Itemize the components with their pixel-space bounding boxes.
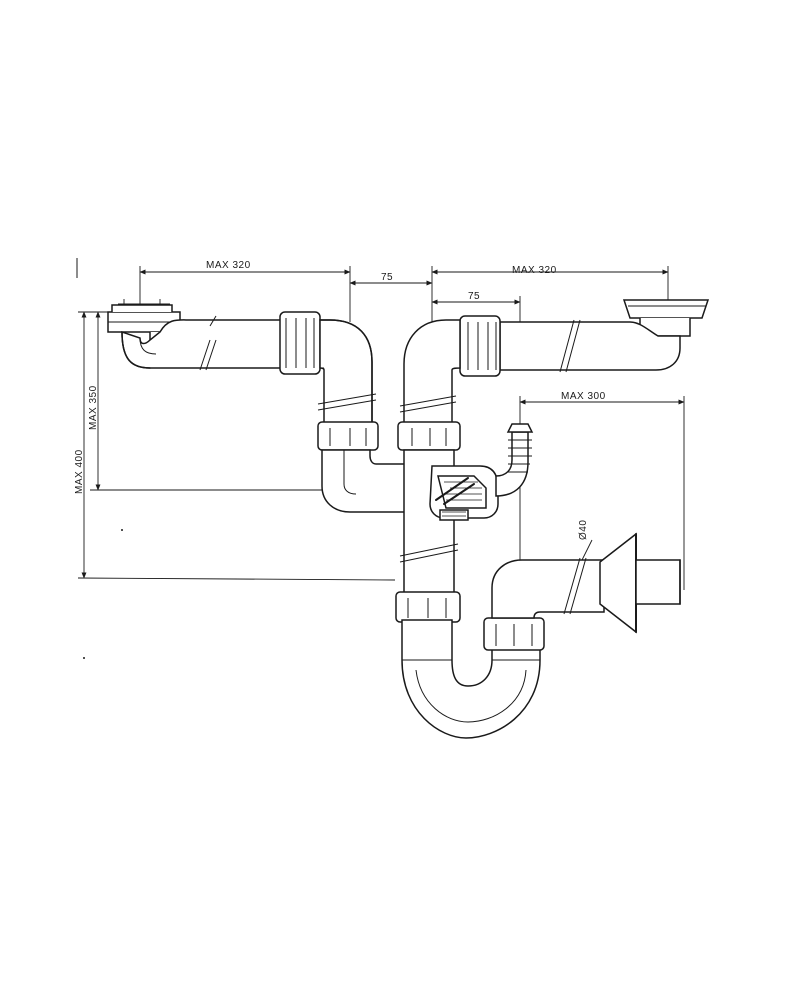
- scan-marks: [76, 258, 123, 659]
- left-arm-pipe: [121, 315, 289, 371]
- dim-top-left-max: MAX 320: [206, 260, 251, 271]
- dim-pipe-diameter: Ø40: [578, 520, 589, 540]
- dimension-labels: MAX 320 75 MAX 320 75 MAX 300 MAX 350 MA…: [74, 260, 606, 540]
- left-vertical-nut: [317, 421, 379, 451]
- dim-top-gap: 75: [381, 272, 393, 283]
- right-elbow: [399, 319, 461, 425]
- dim-second-gap: 75: [468, 291, 480, 302]
- right-vertical-nut: [397, 421, 461, 451]
- wall-flange: [599, 532, 637, 634]
- tee-valve: [429, 465, 499, 521]
- dim-top-right-max: MAX 320: [512, 265, 557, 276]
- hose-spigot: [495, 423, 534, 497]
- dim-vertical-350: MAX 350: [88, 385, 99, 430]
- right-arm-nut: [459, 315, 501, 377]
- wall-pipe-stub: [635, 559, 681, 605]
- left-elbow: [317, 319, 377, 425]
- dim-outlet-max: MAX 300: [561, 391, 606, 402]
- right-arm-pipe: [499, 319, 681, 373]
- dim-vertical-400: MAX 400: [74, 449, 85, 494]
- outlet-pipe: [491, 557, 605, 619]
